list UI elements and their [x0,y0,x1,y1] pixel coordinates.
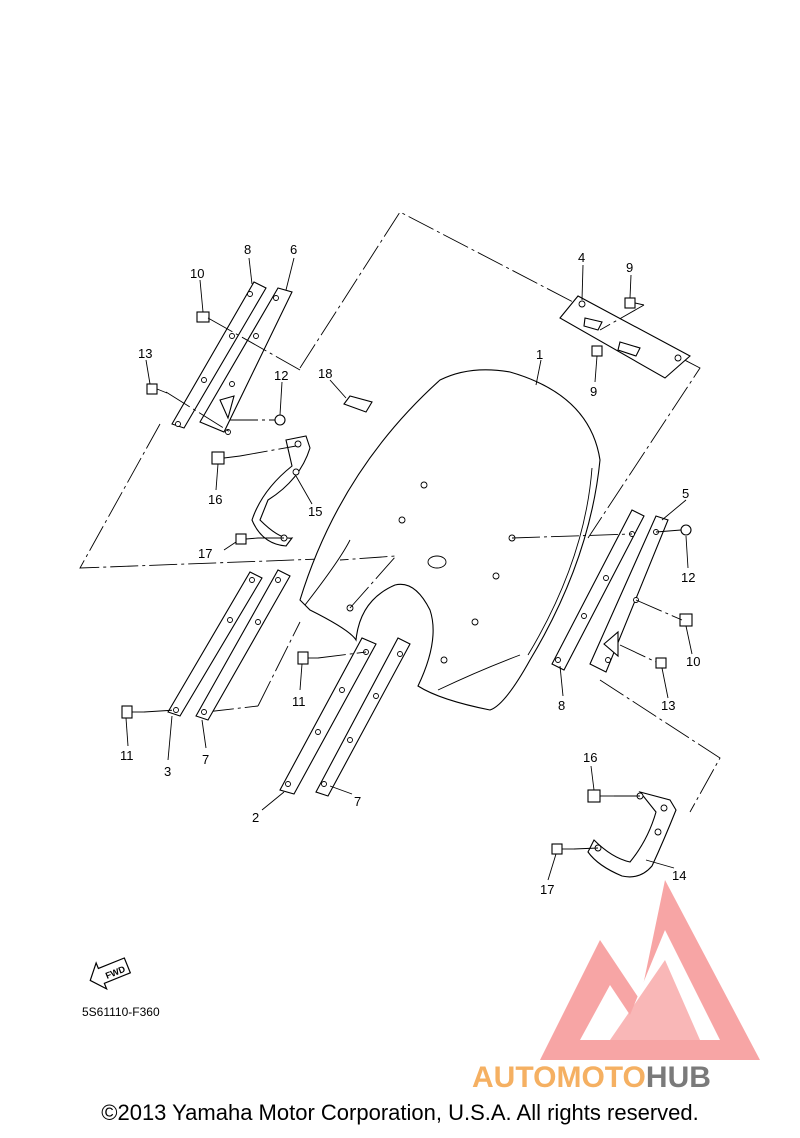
callout-7-left: 7 [202,752,209,767]
bolt-16-left [211,451,241,465]
assembly-lines [143,304,683,850]
callout-8-left: 8 [244,242,251,257]
callout-10-right: 10 [686,654,700,669]
bolt-17-right [551,843,574,855]
callout-17-right: 17 [540,882,554,897]
watermark-text-automoto: AUTOMOTO [472,1061,646,1094]
bolt-11-centre [297,651,318,665]
fwd-arrow-icon: FWD [89,957,132,991]
left-upper-stay [171,281,293,435]
callout-18: 18 [318,366,332,381]
watermark-logo [540,880,760,1060]
callout-13-right: 13 [661,698,675,713]
callout-17-left: 17 [198,546,212,561]
callout-16-right: 16 [583,750,597,765]
callout-15: 15 [308,504,322,519]
windshield [299,369,601,711]
callout-16-left: 16 [208,492,222,507]
left-arm [251,435,311,547]
bolt-11-left [121,705,144,719]
reference-frame-top [299,211,701,539]
callout-9-upper: 9 [626,260,633,275]
callout-3: 3 [164,764,171,779]
callout-7-centre: 7 [354,794,361,809]
bolt-13-right [655,657,667,669]
callout-4: 4 [578,250,585,265]
diagram-code: 5S61110-F360 [82,1005,160,1019]
bolt-10-left [196,311,210,323]
upper-bracket [559,295,691,379]
watermark-text: AUTOMOTOHUB [472,1061,711,1094]
callout-labels: 1 2 3 4 5 6 7 7 8 8 9 9 10 10 11 11 12 1… [120,242,700,897]
callout-5: 5 [682,486,689,501]
lower-left-stays [167,569,291,721]
callout-10-left: 10 [190,266,204,281]
right-stays [551,509,669,673]
nut-12-right [680,524,692,536]
copyright-notice: ©2013 Yamaha Motor Corporation, U.S.A. A… [101,1100,699,1125]
callout-11-centre: 11 [292,694,306,709]
bolt-16-right [587,789,614,803]
callout-11-left: 11 [120,748,134,763]
bolt-13-left [146,383,168,395]
callout-9-lower: 9 [590,384,597,399]
reference-frame-right [599,679,721,813]
fasteners [121,297,693,855]
callout-13-left: 13 [138,346,152,361]
reference-line-mid [257,621,301,707]
nut-12-left [274,414,286,426]
callout-14: 14 [672,868,686,883]
leader-lines [125,257,693,881]
callout-6: 6 [290,242,297,257]
callout-2: 2 [252,810,259,825]
callout-1: 1 [536,347,543,362]
callout-8-right: 8 [558,698,565,713]
watermark-text-hub: HUB [646,1061,711,1094]
bolt-17-left [235,533,259,545]
cushion-pad [343,395,373,413]
right-arm [587,791,677,878]
callout-12-left: 12 [274,368,288,383]
bolt-9-lower [591,345,603,357]
reference-line-lower [205,705,259,713]
callout-12-right: 12 [681,570,695,585]
lower-centre-stays [279,637,411,797]
